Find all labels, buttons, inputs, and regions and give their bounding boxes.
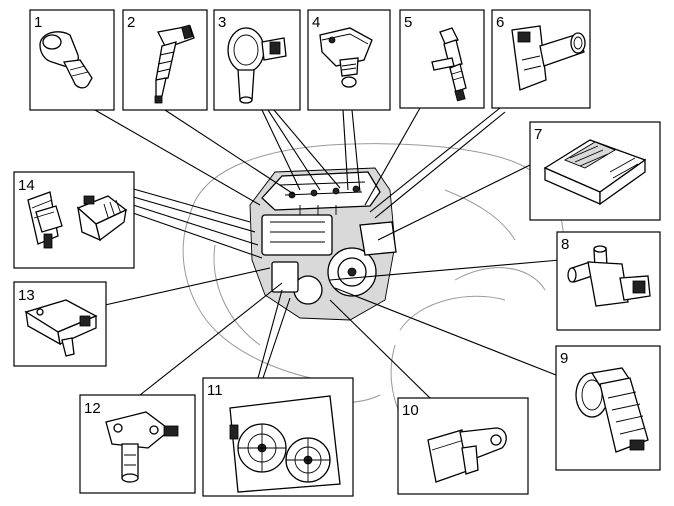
callout-number-6: 6 bbox=[496, 14, 504, 31]
callout-number-4: 4 bbox=[312, 14, 320, 31]
callout-number-10: 10 bbox=[402, 402, 419, 419]
leader-14d bbox=[129, 211, 263, 259]
callout-box-8: 8 bbox=[556, 231, 661, 331]
oil-control-valve-icon bbox=[227, 27, 287, 104]
engine-assembly bbox=[249, 167, 397, 321]
callout-number-3: 3 bbox=[218, 14, 226, 31]
leader-1 bbox=[94, 109, 261, 206]
leader-3a bbox=[261, 109, 301, 191]
camshaft-position-sensor-icon bbox=[319, 27, 373, 88]
callout-number-5: 5 bbox=[404, 14, 412, 31]
leader-12 bbox=[139, 282, 283, 396]
pressure-sensor-icon bbox=[39, 31, 93, 89]
leader-7 bbox=[377, 164, 531, 241]
engine-control-module-icon bbox=[543, 139, 647, 206]
leader-3c bbox=[273, 109, 341, 189]
leader-4b bbox=[351, 109, 361, 193]
leader-14c bbox=[129, 203, 259, 246]
leader-14a bbox=[129, 187, 251, 223]
callout-box-11: 11 bbox=[202, 377, 354, 497]
callout-box-13: 13 bbox=[13, 281, 107, 367]
callout-number-1: 1 bbox=[34, 14, 42, 31]
callout-number-13: 13 bbox=[18, 287, 35, 304]
manifold-pressure-sensor-icon bbox=[24, 299, 98, 357]
callout-number-11: 11 bbox=[207, 382, 223, 399]
leader-2 bbox=[164, 109, 296, 196]
leader-9 bbox=[334, 287, 557, 376]
leader-3b bbox=[267, 109, 321, 191]
fuel-injector-icon bbox=[154, 24, 195, 104]
callout-box-2: 2 bbox=[122, 9, 208, 111]
callout-number-8: 8 bbox=[561, 236, 569, 253]
callout-box-10: 10 bbox=[397, 397, 529, 495]
callout-box-3: 3 bbox=[213, 9, 301, 111]
callout-box-5: 5 bbox=[399, 9, 485, 109]
mass-airflow-sensor-icon bbox=[511, 25, 586, 91]
callout-box-12: 12 bbox=[79, 394, 196, 494]
callout-box-6: 6 bbox=[491, 9, 591, 109]
leader-10 bbox=[329, 299, 431, 399]
oil-level-sensor-icon bbox=[105, 411, 179, 483]
callout-box-9: 9 bbox=[555, 345, 661, 471]
cooling-fan-assembly-icon bbox=[229, 395, 341, 493]
solenoid-valve-icon bbox=[431, 27, 467, 102]
callout-box-4: 4 bbox=[307, 9, 391, 111]
callout-box-14: 14 bbox=[13, 171, 135, 269]
leader-14b bbox=[129, 195, 256, 233]
callout-number-7: 7 bbox=[534, 126, 542, 143]
callout-number-9: 9 bbox=[560, 350, 568, 367]
throttle-body-icon bbox=[575, 367, 649, 453]
crankshaft-position-sensor-icon bbox=[427, 427, 507, 483]
leader-4a bbox=[342, 109, 349, 191]
leader-8 bbox=[329, 259, 561, 281]
leader-5 bbox=[364, 107, 421, 206]
purge-valve-icon bbox=[567, 245, 651, 307]
leader-11a bbox=[257, 289, 283, 379]
leader-13 bbox=[104, 267, 271, 306]
knock-sensors-icon bbox=[27, 191, 128, 249]
callout-box-7: 7 bbox=[529, 121, 661, 221]
leader-6b bbox=[374, 111, 506, 219]
callout-box-1: 1 bbox=[29, 9, 115, 111]
leader-6a bbox=[369, 107, 501, 213]
callout-number-14: 14 bbox=[18, 177, 35, 194]
leader-lines bbox=[94, 107, 561, 399]
callout-number-2: 2 bbox=[127, 14, 135, 31]
leader-11b bbox=[262, 297, 291, 379]
callout-number-12: 12 bbox=[84, 400, 101, 417]
